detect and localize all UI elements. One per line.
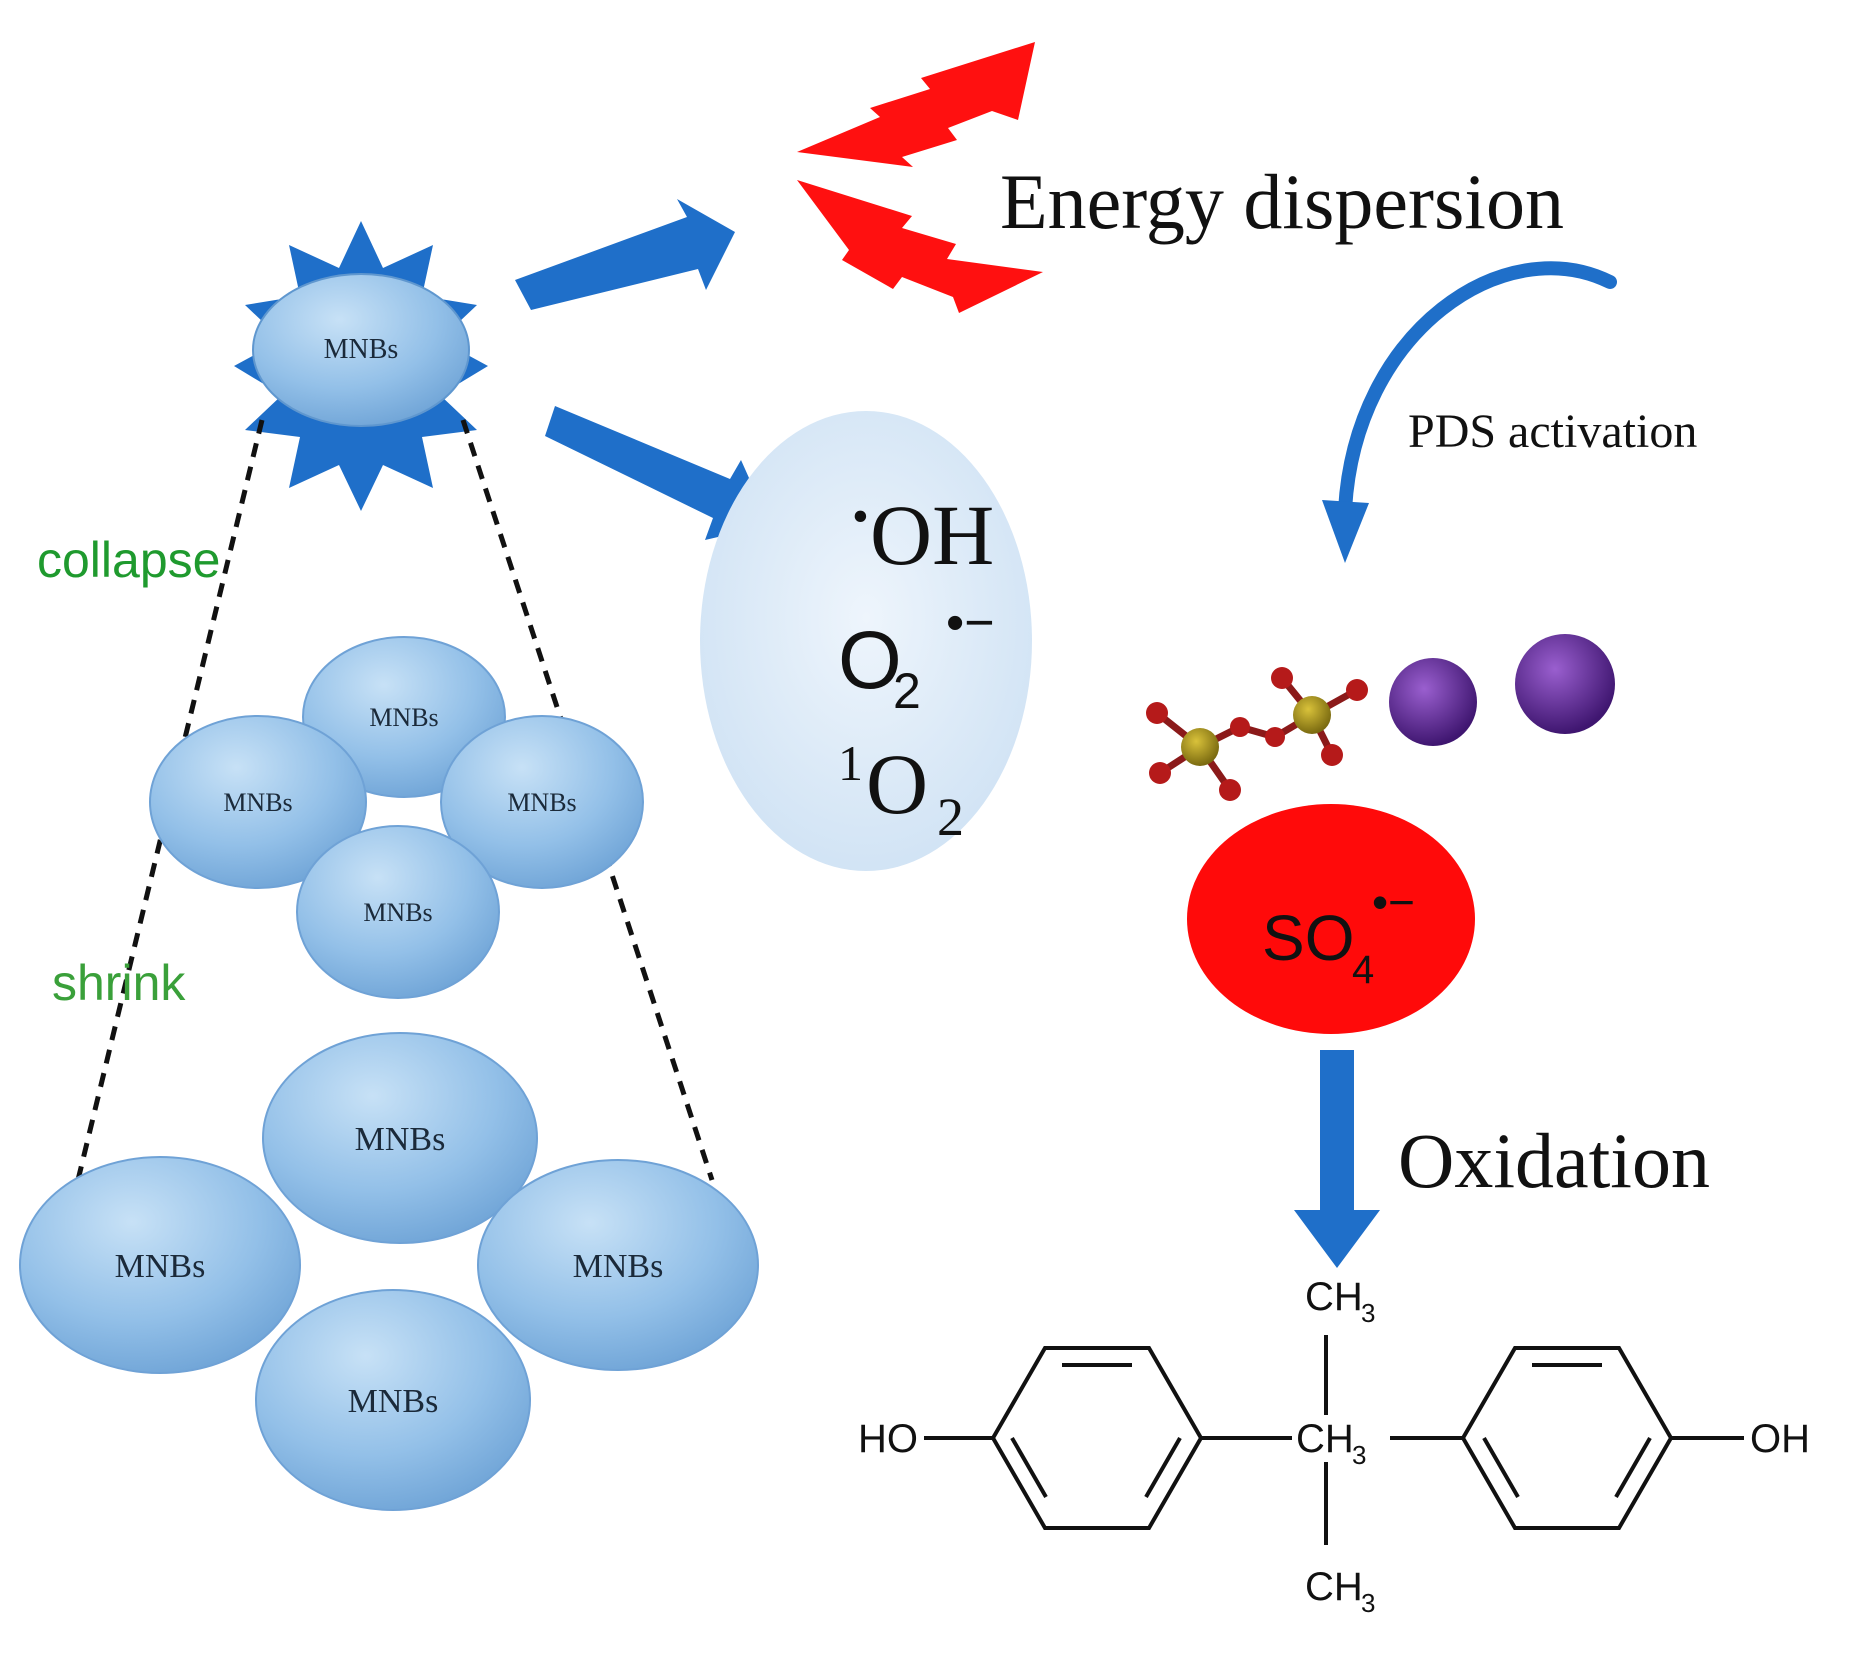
sulfate-radical-oval (1187, 804, 1475, 1034)
molecule-labels: HO OH CH 3 CH 3 CH 3 (858, 1275, 1810, 1618)
top-methyl-subscript: 3 (1361, 1298, 1375, 1328)
singlet-oxygen: 1 O 2 (838, 735, 964, 847)
mnb-label: MNBs (369, 703, 438, 732)
center-methyl-subscript: 3 (1352, 1440, 1366, 1470)
center-methyl-base: CH (1296, 1417, 1354, 1461)
superoxide-radical: O 2 •− (838, 594, 995, 719)
lightning-bolt-icon (797, 42, 1035, 167)
bisphenol-structure (924, 1335, 1744, 1545)
mnb-label: MNBs (573, 1248, 664, 1285)
singlet-superscript: 1 (838, 735, 863, 791)
mnb-label: MNBs (363, 898, 432, 927)
arrow-to-ros-icon (545, 406, 770, 540)
mnb-label: MNBs (115, 1248, 206, 1285)
collapse-label: collapse (37, 532, 220, 588)
left-hydroxyl: HO (858, 1417, 918, 1461)
superoxide-charge: •− (946, 594, 995, 652)
mnb-bubble-burst (252, 273, 470, 427)
pds-activation-curved-arrow-icon (1338, 261, 1617, 517)
right-hydroxyl: OH (1750, 1417, 1810, 1461)
singlet-subscript: 2 (937, 787, 964, 847)
oxidation-arrow-icon (1294, 1050, 1380, 1268)
mnb-bubble (302, 636, 506, 798)
pds-activation-label: PDS activation (1408, 405, 1697, 458)
shrink-label: shrink (52, 955, 186, 1011)
arrow-to-energy-icon (515, 199, 735, 310)
superoxide-subscript: 2 (893, 663, 921, 719)
hydroxyl-radical: • OH (852, 487, 994, 583)
mnb-bubble (477, 1159, 759, 1371)
energy-dispersion-label: Energy dispersion (1000, 158, 1564, 245)
radical-dot: • (852, 490, 869, 543)
singlet-base: O (866, 736, 928, 832)
mnb-label: MNBs (223, 788, 292, 817)
superoxide-base: O (838, 615, 902, 706)
mnb-label: MNBs (324, 334, 399, 365)
sulfate-base: SO (1262, 902, 1354, 974)
mnb-bubble (19, 1156, 301, 1374)
sulfate-subscript: 4 (1352, 948, 1374, 992)
mnb-bubble (255, 1289, 531, 1511)
curved-arrowhead-icon (1322, 500, 1369, 563)
mnb-label: MNBs (348, 1383, 439, 1420)
mnb-label: MNBs (507, 788, 576, 817)
potassium-ion-icon (1515, 634, 1615, 734)
sulfate-charge: •− (1372, 876, 1415, 928)
potassium-ion-icon (1389, 658, 1477, 746)
left-benzene-ring-icon (990, 1346, 1204, 1530)
bottom-methyl-subscript: 3 (1361, 1588, 1375, 1618)
mnb-label: MNBs (355, 1121, 446, 1158)
mnb-bubble (262, 1032, 538, 1244)
oxidation-label: Oxidation (1398, 1117, 1710, 1204)
bottom-methyl-base: CH (1305, 1565, 1363, 1609)
shrinking-bubble-cluster: MNBs MNBs MNBs MNBs (149, 636, 644, 999)
right-benzene-ring-icon (1460, 1346, 1674, 1530)
mnb-bubble (296, 825, 500, 999)
sulfate-radical: SO 4 •− (1262, 876, 1415, 992)
persulfate-molecule-icon (1146, 667, 1368, 801)
mnb-bubble (149, 715, 367, 889)
mnb-bubble (440, 715, 644, 889)
lightning-bolt-icon (797, 180, 1043, 313)
collapsing-bubble: MNBs (234, 221, 488, 511)
dashed-cone-right (460, 419, 715, 1181)
top-methyl-base: CH (1305, 1275, 1363, 1319)
hydroxyl-text: OH (870, 487, 994, 583)
ros-oval (700, 411, 1032, 871)
large-bubble-cluster: MNBs MNBs MNBs MNBs (19, 1032, 759, 1511)
